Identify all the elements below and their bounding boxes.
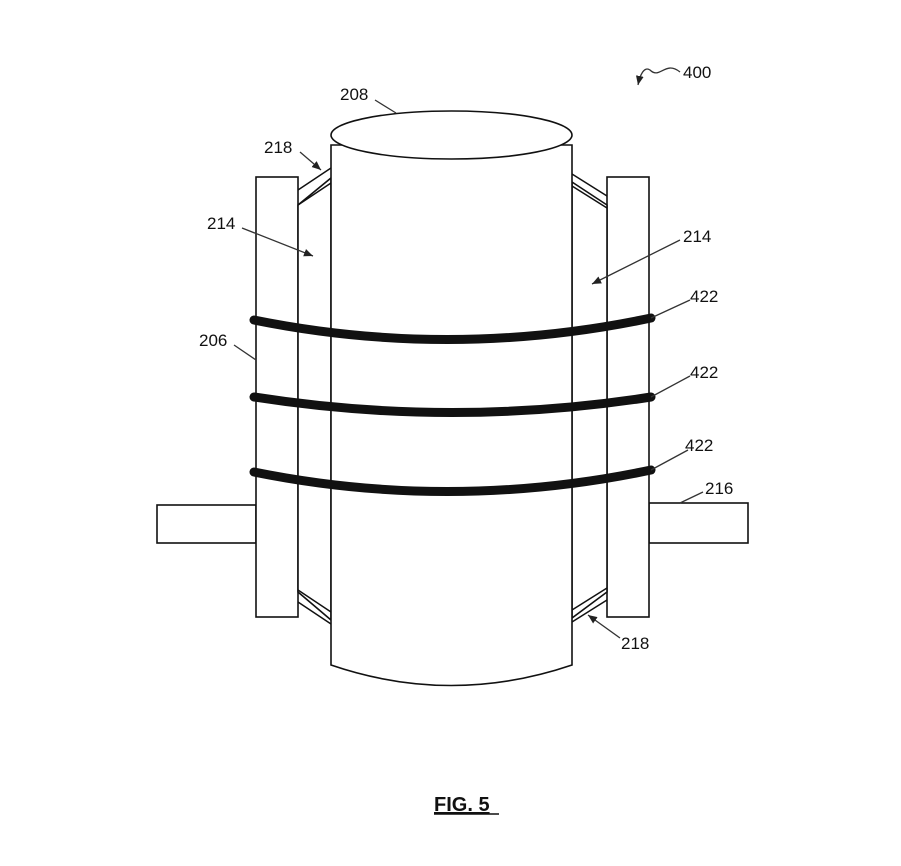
label-400: 400 [683, 63, 711, 82]
label-422-2: 422 [690, 363, 718, 382]
panel-left [297, 176, 332, 622]
label-218-bottom: 218 [621, 634, 649, 653]
leader-206 [233, 344, 257, 361]
leader-218-bottom [587, 614, 621, 639]
label-218-top: 218 [264, 138, 292, 157]
label-214-right: 214 [683, 227, 711, 246]
label-216: 216 [705, 479, 733, 498]
label-422-3: 422 [685, 436, 713, 455]
band-1 [249, 313, 656, 345]
leader-422-1 [650, 299, 691, 319]
band-2 [249, 392, 656, 417]
label-422-1: 422 [690, 287, 718, 306]
leader-422-3 [650, 449, 689, 471]
shaft-left [156, 504, 257, 544]
leader-422-2 [650, 375, 691, 398]
struts [297, 167, 608, 625]
leader-214-right [591, 239, 681, 285]
label-214-left: 214 [207, 214, 235, 233]
leader-214-left [241, 227, 314, 257]
leader-218-top [299, 151, 322, 171]
leader-208 [374, 99, 397, 114]
shaft-right [648, 502, 749, 544]
leader-400 [635, 67, 681, 86]
label-206: 206 [199, 331, 227, 350]
label-208: 208 [340, 85, 368, 104]
leader-216 [679, 491, 704, 504]
figure-caption: FIG. 5 [434, 794, 490, 816]
band-3 [249, 465, 656, 497]
cylinder-top [330, 110, 573, 160]
